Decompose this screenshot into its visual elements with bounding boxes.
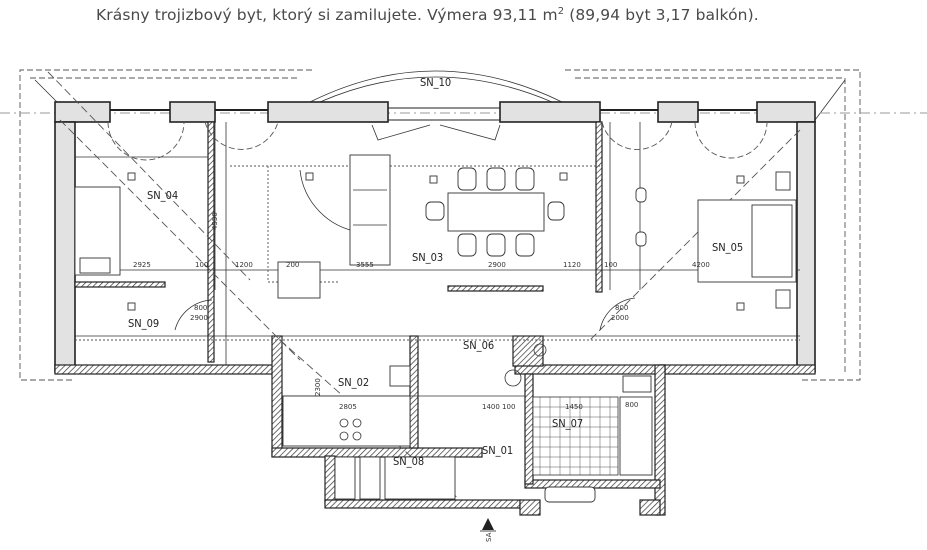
dimension: 1400 100 — [482, 403, 515, 411]
dimension: 800 — [615, 304, 628, 312]
room-label-sn04: SN_04 — [147, 189, 178, 202]
room-label-sn05: SN_05 — [712, 241, 743, 254]
washbasin — [544, 486, 596, 503]
room-label-sn06: SN_06 — [463, 339, 494, 352]
plan-caption: Krásny trojizbový byt, ktorý si zamiluje… — [96, 6, 759, 24]
dining-chairs — [425, 167, 565, 257]
dimension: 3555 — [356, 261, 374, 269]
dimension: 200 — [286, 261, 299, 269]
dimension: 100 — [195, 261, 208, 269]
dimension: 1200 — [235, 261, 253, 269]
dimension-labels: 2925 100 1200 200 3555 2900 1120 100 420… — [133, 212, 710, 411]
room-label-sn10: SN_10 — [420, 76, 451, 89]
caption-text-end: (89,94 byt 3,17 balkón). — [564, 6, 759, 25]
dimension: 2900 — [190, 314, 208, 322]
dining-table — [447, 192, 545, 232]
dimension: 4550 — [211, 212, 219, 230]
dimension: 2300 — [314, 378, 322, 396]
dimension: 800 — [625, 401, 638, 409]
room-label-sn01: SN_01 — [482, 444, 513, 457]
caption-superscript: 2 — [557, 6, 565, 17]
dimension: 2805 — [339, 403, 357, 411]
section-marker-label: SA — [485, 532, 493, 542]
bathtub — [619, 396, 653, 476]
dimension: 100 — [604, 261, 617, 269]
room-label-sn07: SN_07 — [552, 417, 583, 430]
interior-partitions — [47, 71, 801, 501]
furniture — [74, 154, 797, 503]
dimension: 2925 — [133, 261, 151, 269]
dimension: 4200 — [692, 261, 710, 269]
dimension: 800 — [194, 304, 207, 312]
dimension: 1120 — [563, 261, 581, 269]
exterior-walls — [54, 101, 816, 516]
sofa — [349, 154, 391, 266]
dimension: 1450 — [565, 403, 583, 411]
door-swings — [107, 121, 768, 331]
arrow-up-icon — [482, 518, 494, 530]
caption-text: Krásny trojizbový byt, ktorý si zamiluje… — [96, 6, 558, 25]
room-label-sn03: SN_03 — [412, 251, 443, 264]
room-label-sn02: SN_02 — [338, 376, 369, 389]
dimension: 2900 — [488, 261, 506, 269]
room-label-sn09: SN_09 — [128, 317, 159, 330]
room-label-sn08: SN_08 — [393, 455, 424, 468]
dimension: 2000 — [611, 314, 629, 322]
armchair — [277, 261, 321, 299]
section-marker: SA — [480, 518, 496, 542]
roof-outline — [0, 69, 927, 381]
room-labels: SN_10 SN_04 SN_03 SN_05 SN_09 SN_06 SN_0… — [128, 76, 743, 468]
